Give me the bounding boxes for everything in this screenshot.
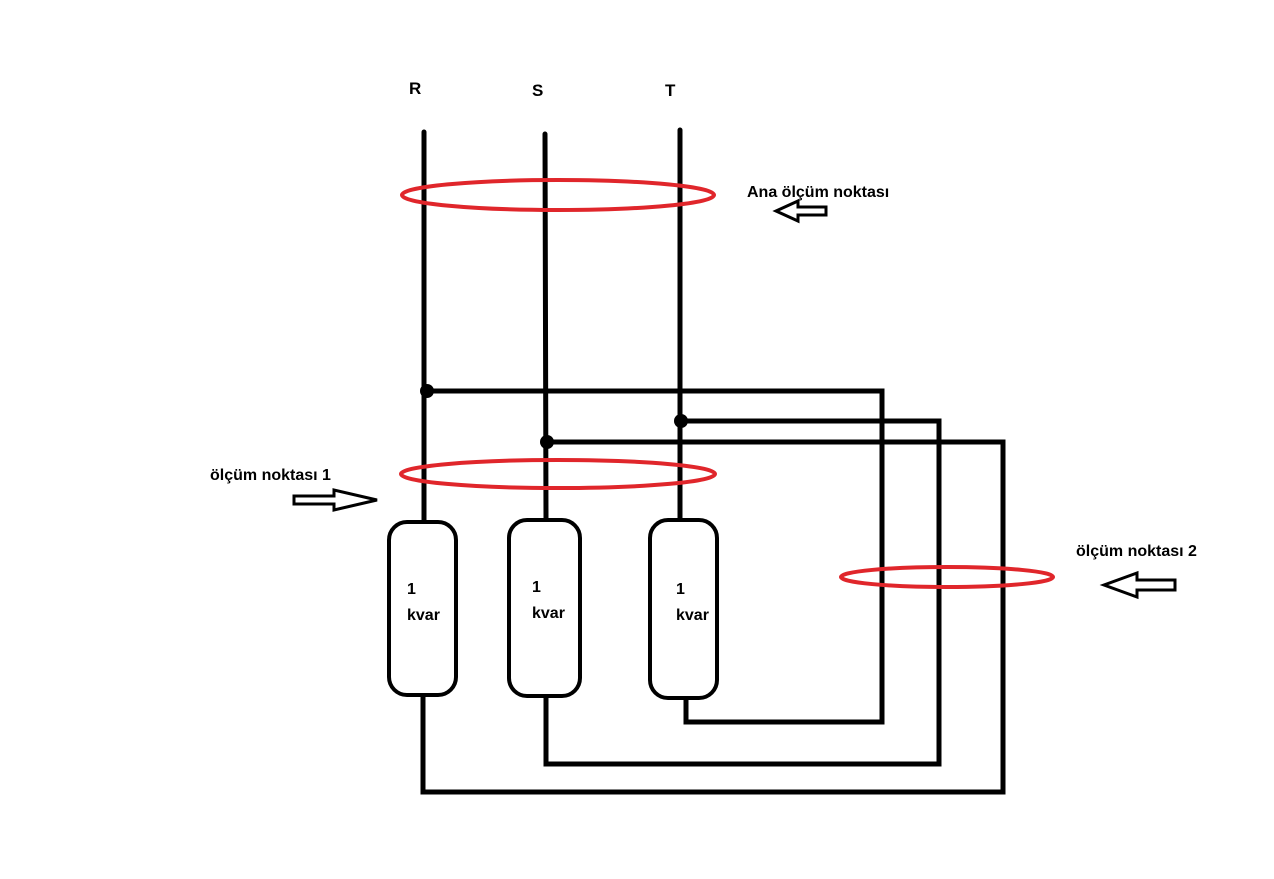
capacitor-t (648, 518, 719, 700)
phase-label-s: S (532, 81, 543, 100)
capacitor-t-value: 1 (676, 581, 685, 598)
capacitor-r (387, 520, 458, 697)
wire-tap-t (543, 418, 942, 767)
junction-dot-t (674, 414, 688, 428)
capacitor-s (507, 518, 582, 698)
label-point-1: ölçüm noktası 1 (210, 467, 331, 484)
arrow-left-icon (1099, 570, 1177, 600)
wire-tap-s (420, 439, 1006, 795)
measure-ring-1 (399, 458, 717, 490)
capacitor-r-unit: kvar (407, 607, 440, 624)
arrow-right-icon (292, 488, 378, 512)
junction-dot-s (540, 435, 554, 449)
capacitor-r-value: 1 (407, 581, 416, 598)
wire-tap-r (424, 388, 885, 725)
phase-label-t: T (665, 81, 676, 100)
wire-phase-s (542, 131, 549, 523)
capacitor-s-unit: kvar (532, 605, 565, 622)
phase-label-r: R (409, 79, 421, 98)
capacitor-t-unit: kvar (676, 607, 709, 624)
measure-ring-main (400, 178, 716, 212)
arrow-left-icon (772, 198, 828, 224)
junction-dot-r (420, 384, 434, 398)
label-point-2: ölçüm noktası 2 (1076, 543, 1197, 560)
measure-ring-2 (839, 565, 1055, 589)
label-main-point: Ana ölçüm noktası (747, 184, 889, 201)
capacitor-s-value: 1 (532, 579, 541, 596)
